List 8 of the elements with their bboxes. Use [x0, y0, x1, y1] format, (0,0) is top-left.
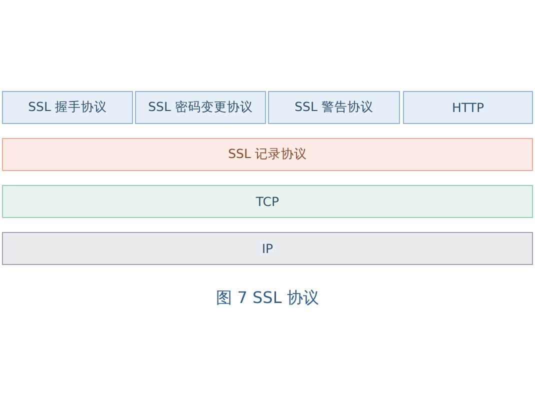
protocol-layer-box: IP — [2, 232, 533, 265]
protocol-layer-box: TCP — [2, 185, 533, 218]
protocol-layer-box: SSL 握手协议 — [2, 91, 133, 124]
protocol-layer-box: SSL 密码变更协议 — [135, 91, 266, 124]
figure-caption: 图 7 SSL 协议 — [216, 288, 319, 307]
protocol-layer-box: SSL 警告协议 — [268, 91, 400, 124]
protocol-layer-box: SSL 记录协议 — [2, 138, 533, 171]
protocol-layer-box: HTTP — [403, 91, 533, 124]
